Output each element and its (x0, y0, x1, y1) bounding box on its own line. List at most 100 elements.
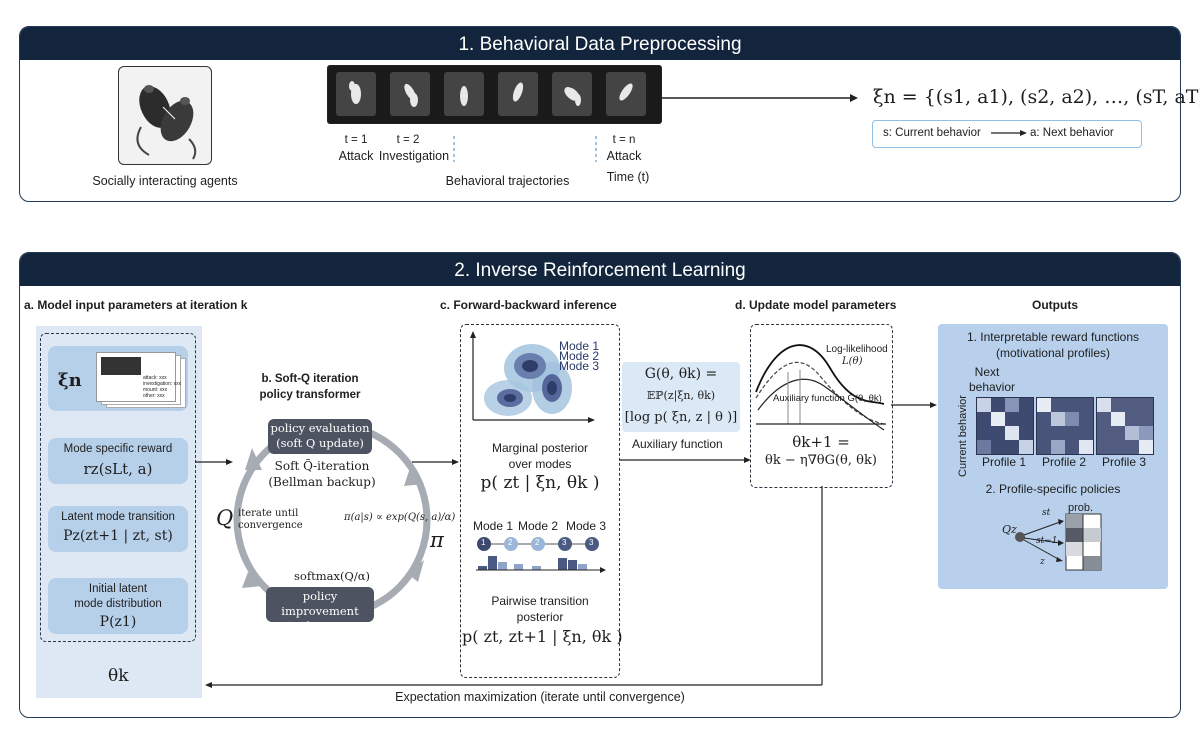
chain-mode-1: Mode 1 (473, 519, 514, 533)
sec-c-heading: c. Forward-backward inference (440, 298, 617, 312)
panel-preprocessing: 1. Behavioral Data Preprocessing (19, 26, 1181, 202)
mini-doc-line: mount: xxx (143, 387, 168, 393)
initial-title-1: Initial latent (88, 583, 148, 595)
frame-n-behavior: Attack (606, 149, 642, 163)
pairwise-label-1: Pairwise transition (491, 594, 589, 608)
soft-q-label-2: (Bellman backup) (268, 475, 376, 489)
profile-3-matrix (1096, 397, 1154, 455)
iterate-label-2: convergence (238, 520, 303, 531)
frame-1-time: t = 1 (344, 134, 368, 146)
mice-icon (136, 85, 197, 160)
mice-illustration (118, 66, 212, 165)
policy-label-z: z (1040, 557, 1045, 567)
profile-1-label: Profile 1 (981, 455, 1027, 469)
chain-mode-2: Mode 2 (518, 519, 559, 533)
state-label: s: Current behavior (883, 127, 981, 139)
chain-mode-3: Mode 3 (566, 519, 607, 533)
pi-formula: π(a|s) ∝ exp(Q(s, a)/α) (344, 512, 456, 523)
pairwise-label-2: posterior (516, 610, 564, 624)
iterate-label-1: iterate until (238, 508, 299, 519)
q-symbol: Q (216, 506, 234, 530)
next-behavior-2: behavior (968, 380, 1016, 394)
profile-2-matrix (1036, 397, 1094, 455)
outputs-item1-2: (motivational profiles) (995, 346, 1111, 360)
aux-label: Auxiliary function (632, 437, 723, 451)
frame-2-time: t = 2 (396, 134, 420, 146)
marginal-formula: p( zt | ξn, θk ) (480, 473, 600, 493)
trajectory-strip (327, 65, 662, 124)
mini-doc-line: attack: xxx (143, 375, 167, 381)
time-axis-label: Time (t) (606, 170, 650, 184)
mini-doc-line: investigation: xxx (143, 381, 182, 387)
aux-box (622, 362, 740, 432)
initial-title-2: mode distribution (74, 598, 162, 610)
initial-box (48, 578, 188, 634)
action-label: a: Next behavior (1030, 127, 1114, 139)
chain-node-label: 3 (562, 538, 567, 547)
softmax-label: softmax(Q/α) (294, 569, 370, 583)
policy-evaluation-button: policy evaluation (soft Q update) (268, 419, 372, 454)
frame-n-time: t = n (612, 134, 636, 146)
current-behavior-label: Current behavior (957, 395, 969, 477)
update-line-2: θk − η∇θG(θ, θk) (765, 453, 877, 468)
marginal-label-1: Marginal posterior (491, 441, 589, 455)
transition-title: Latent mode transition (61, 511, 175, 523)
state-action-box (872, 120, 1142, 148)
aux-fn-label: Auxiliary function G(θ, θk) (773, 393, 882, 404)
mini-docs: attack: xxx investigation: xxx mount: xx… (96, 352, 186, 408)
outputs-item2: 2. Profile-specific policies (985, 482, 1121, 496)
reward-formula: rz(sLt, a) (83, 460, 153, 478)
xi-symbol: ξn (58, 370, 82, 391)
outputs-heading: Outputs (1032, 298, 1078, 312)
chain-node-label: 2 (535, 538, 540, 547)
chain-node-label: 3 (589, 538, 594, 547)
chain-node-label: 2 (508, 538, 513, 547)
policy-evaluation-label: policy evaluation (270, 421, 370, 435)
soft-q-label-1: Soft Q̃-iteration (274, 459, 370, 473)
reward-box (48, 438, 188, 484)
sec-b-heading-1: b. Soft-Q iteration (261, 373, 359, 385)
trajectory-label: Behavioral trajectories (445, 174, 570, 188)
prob-label: prob. (1068, 502, 1094, 514)
policy-evaluation-sub: (soft Q update) (276, 436, 364, 450)
frame-1-behavior: Attack (338, 149, 374, 163)
reward-title: Mode specific reward (63, 443, 173, 455)
loglik-label: Log-likelihood (826, 344, 888, 355)
panel-irl-title: 2. Inverse Reinforcement Learning (20, 253, 1180, 286)
policy-label-st1: st−1 (1036, 536, 1058, 546)
xi-equation: ξn = {(s1, a1), (s2, a2), …, (sT, aT)} (873, 86, 1200, 108)
frame-2-behavior: Investigation (378, 149, 450, 163)
pairwise-formula: p( zt, zt+1 | ξn, θk ) (462, 627, 623, 646)
policy-improvement-sub: (Boltzmann policy) (286, 619, 354, 648)
agents-label: Socially interacting agents (92, 174, 238, 188)
policy-improvement-label: policy improvement (281, 589, 359, 618)
loglik-symbol: L(θ) (842, 356, 863, 367)
sec-b-heading-2: policy transformer (259, 389, 361, 401)
em-label: Expectation maximization (iterate until … (395, 690, 685, 704)
transition-box (48, 506, 188, 552)
panel-preprocessing-title: 1. Behavioral Data Preprocessing (20, 27, 1180, 60)
pi-symbol: π (430, 528, 444, 552)
profile-3-label: Profile 3 (1101, 455, 1147, 469)
policy-q: Qz (1002, 523, 1017, 536)
mode-legend-3: Mode 3 (559, 359, 600, 373)
outputs-item1-1: 1. Interpretable reward functions (966, 330, 1140, 344)
policy-label-st: st (1042, 508, 1051, 518)
aux-line-3: [log p( ξn, z | θ )] (624, 410, 738, 425)
trajectory-frames (336, 72, 646, 116)
sec-d-heading: d. Update model parameters (735, 298, 897, 312)
sec-a-heading: a. Model input parameters at iteration k (24, 298, 248, 312)
policy-improvement-button: policy improvement (Boltzmann policy) (266, 587, 374, 648)
chain-node-label: 1 (481, 538, 486, 547)
mini-doc-line: other: xxx (143, 393, 165, 399)
profile-1-matrix (976, 397, 1034, 455)
sec-a-dashed-frame (40, 333, 196, 642)
update-line-1: θk+1 = (792, 433, 850, 451)
initial-formula: P(z1) (99, 614, 137, 630)
mode-legend-1: Mode 1 (559, 339, 600, 353)
transition-formula: Pz(zt+1 | zt, st) (63, 528, 173, 544)
aux-line-1: G(θ, θk) = (644, 366, 718, 382)
sec-c-dashed-frame (460, 324, 620, 678)
marginal-label-2: over modes (508, 457, 572, 471)
next-behavior-1: Next (974, 365, 1000, 379)
